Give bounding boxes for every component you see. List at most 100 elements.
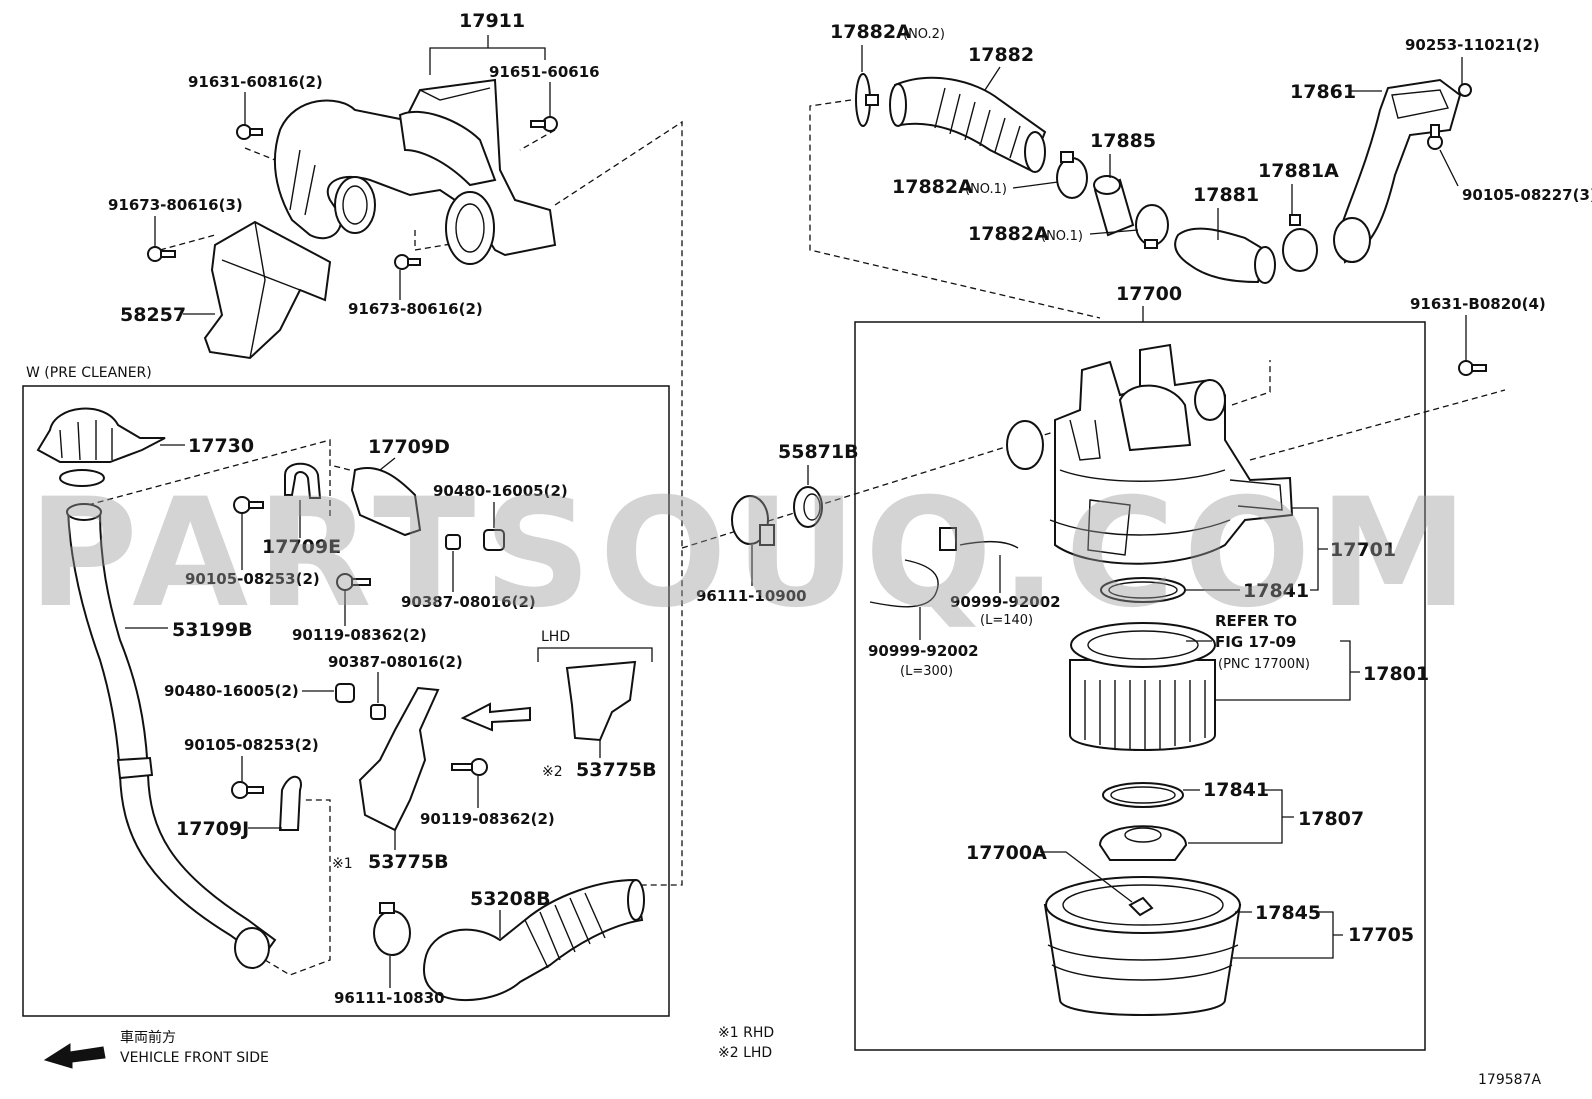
leader-90105-08227 <box>1439 149 1459 187</box>
label-91673-80616-3: 91673-80616(3) <box>108 196 243 214</box>
label-17709J: 17709J <box>176 818 249 840</box>
label-17882A-no2: 17882A <box>830 21 911 43</box>
label-90253-11021: 90253-11021(2) <box>1405 36 1540 54</box>
label-17911: 17911 <box>459 10 525 32</box>
clamp-17709E <box>284 462 322 499</box>
bolt-91651-60616 <box>530 116 558 132</box>
air-inlet-17911 <box>273 78 557 257</box>
bolt-90105-08253-b <box>231 781 264 799</box>
label-17861: 17861 <box>1290 81 1356 103</box>
bracket-17709D <box>350 467 422 537</box>
valve-17807 <box>1098 825 1188 861</box>
label-53208B: 53208B <box>470 888 551 910</box>
label-91631-60816: 91631-60816(2) <box>188 73 323 91</box>
leader-17841-b <box>1183 789 1294 844</box>
direction-arrow-lhd <box>460 702 531 732</box>
label-17882A-no1b-sub: (NO.1) <box>1041 229 1083 244</box>
label-90480-16005-a: 90480-16005(2) <box>433 482 568 500</box>
mark-rhd: ※1 <box>332 856 353 872</box>
bracket-lhd <box>537 647 653 662</box>
cap-17705 <box>1043 876 1242 1016</box>
label-53775B-rhd: 53775B <box>368 851 449 873</box>
bolt-90105-08227 <box>1427 124 1443 150</box>
dash-route-top-right <box>809 99 1101 319</box>
label-53775B-lhd: 53775B <box>576 759 657 781</box>
label-90999-92002-a-sub: (L=140) <box>980 613 1033 628</box>
label-90105-08253-b: 90105-08253(2) <box>184 736 319 754</box>
clamp-96111-10830 <box>373 902 411 956</box>
label-91673-80616-2: 91673-80616(2) <box>348 300 483 318</box>
refer-line-1: REFER TO <box>1215 612 1297 630</box>
leader-17701 <box>1292 507 1328 591</box>
label-17882A-no2-sub: (NO.2) <box>903 27 945 42</box>
leader-17911 <box>429 35 546 75</box>
leader-17882A-no1b <box>1089 229 1139 235</box>
hose-90999-92002-300 <box>869 559 939 608</box>
label-17845: 17845 <box>1255 902 1321 924</box>
element-17801 <box>1069 622 1216 751</box>
pre-cleaner-frame <box>22 385 670 1017</box>
legend-lhd: ※2 LHD <box>718 1045 772 1061</box>
dash-route-bottom <box>264 799 331 976</box>
air-cleaner-frame <box>854 321 1426 1051</box>
gasket-17911 <box>445 191 495 265</box>
hose-53208B <box>422 878 645 1002</box>
label-17700A: 17700A <box>966 842 1047 864</box>
leader-17882A-no1a <box>1012 181 1059 189</box>
bracket-53775B-lhd <box>565 660 637 742</box>
label-91651-60616: 91651-60616 <box>489 63 600 81</box>
legend-rhd: ※1 RHD <box>718 1025 774 1041</box>
air-cleaner-case-17701 <box>1006 343 1294 565</box>
bolt-91631-B0820 <box>1458 360 1487 376</box>
label-17709E: 17709E <box>262 536 341 558</box>
label-91631-B0820: 91631-B0820(4) <box>1410 295 1546 313</box>
bolt-91631-60816 <box>236 124 263 140</box>
label-17807: 17807 <box>1298 808 1364 830</box>
ring-55871B <box>793 486 823 528</box>
sleeve-17885 <box>1093 175 1135 237</box>
figure-code: 179587A <box>1478 1072 1541 1088</box>
label-17709D: 17709D <box>368 436 450 458</box>
gasket-17841-a <box>1100 577 1186 603</box>
leader-17709D <box>379 457 396 471</box>
label-17701: 17701 <box>1330 539 1396 561</box>
duct-58257 <box>203 220 332 360</box>
label-lhd: LHD <box>541 629 570 645</box>
leader-17882 <box>984 66 1001 91</box>
label-96111-10830: 96111-10830 <box>334 989 445 1007</box>
label-90999-92002-b: 90999-92002 <box>868 642 979 660</box>
label-17881: 17881 <box>1193 184 1259 206</box>
gasket-17841-b <box>1102 782 1184 808</box>
collar-90387-08016-a <box>445 534 461 550</box>
clamp-17709J <box>278 775 302 831</box>
label-90480-16005-b: 90480-16005(2) <box>164 682 299 700</box>
watermark: PARTSOUQ.COM <box>28 467 1476 641</box>
dash-route-precleaner <box>87 439 351 520</box>
clamp-96111-10900 <box>731 495 775 546</box>
pipe-17861 <box>1333 78 1462 264</box>
label-17801: 17801 <box>1363 663 1429 685</box>
clamp-17882A-no2 <box>855 73 879 127</box>
leader-17845 <box>1232 911 1343 959</box>
label-17882: 17882 <box>968 44 1034 66</box>
dash-route-main <box>554 120 683 886</box>
label-17882A-no1b: 17882A <box>968 223 1049 245</box>
label-53199B: 53199B <box>172 619 253 641</box>
clamp-17882A-no1a <box>1056 151 1088 199</box>
label-58257: 58257 <box>120 304 186 326</box>
label-17841-b: 17841 <box>1203 779 1269 801</box>
label-90119-08362-b: 90119-08362(2) <box>420 810 555 828</box>
label-90105-08253-a: 90105-08253(2) <box>185 570 320 588</box>
label-17885: 17885 <box>1090 130 1156 152</box>
refer-line-3: (PNC 17700N) <box>1218 657 1310 672</box>
clamp-17882A-no1b <box>1135 204 1169 249</box>
label-55871B: 55871B <box>778 441 859 463</box>
leader-17700A <box>1040 851 1133 903</box>
label-17882A-no1a-sub: (NO.1) <box>965 182 1007 197</box>
label-90999-92002-b-sub: (L=300) <box>900 664 953 679</box>
label-96111-10900: 96111-10900 <box>696 587 807 605</box>
pre-cleaner-17730 <box>36 407 166 487</box>
hose-17881 <box>1174 227 1276 284</box>
label-90387-08016-a: 90387-08016(2) <box>401 593 536 611</box>
bushing-90480-16005-b <box>335 683 355 703</box>
